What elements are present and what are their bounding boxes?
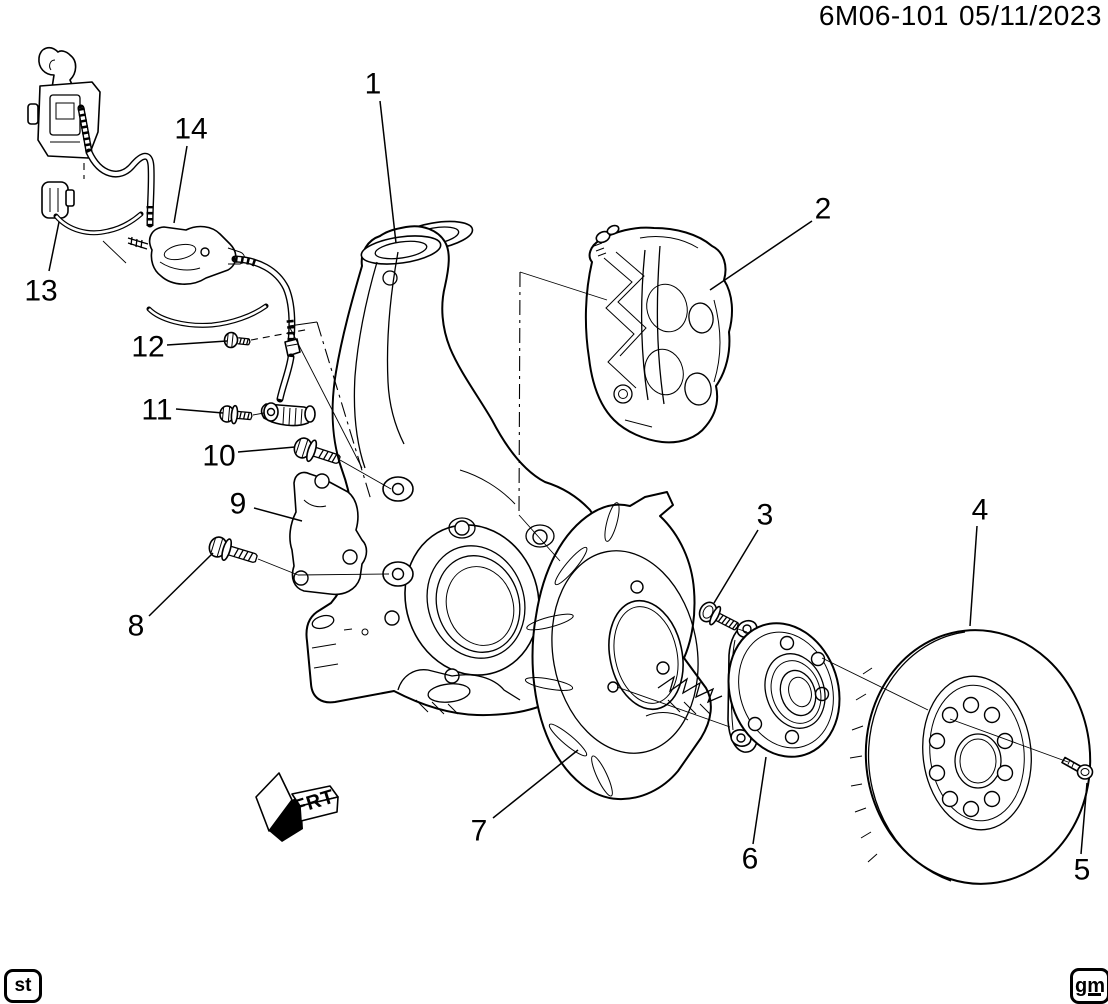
callout-11-leader: [175, 408, 224, 414]
projection-line: [737, 628, 748, 633]
revision-date: 05/11/2023: [958, 0, 1102, 31]
callout-1-label-steering-knuckle: 1: [365, 68, 382, 101]
projection-line: [250, 328, 311, 341]
projection-line: [616, 686, 731, 728]
projection-line: [519, 271, 608, 301]
callout-9-leader: [253, 507, 303, 522]
splash-shield-drawing: [524, 491, 723, 801]
hub-bolt-drawing: [698, 601, 739, 631]
projection-line: [297, 573, 390, 576]
callout-8-label-bracket-mounting-bolt: 8: [128, 610, 145, 643]
projection-line: [821, 657, 929, 711]
frt-direction-arrow: FRT: [255, 772, 339, 842]
corner-badge-gm-logo: gm: [1070, 968, 1108, 1004]
callout-12-leader: [166, 340, 228, 346]
callout-8-leader: [148, 552, 214, 617]
callout-2-leader: [709, 220, 813, 291]
projection-line: [949, 718, 1069, 763]
projection-line: [257, 558, 299, 576]
callout-5-label-rotor-retaining-screw: 5: [1074, 854, 1091, 887]
badge-gm-label: gm: [1075, 974, 1105, 997]
callout-5-leader: [1080, 782, 1088, 855]
document-number: 6M06-101: [818, 0, 949, 31]
mounting-bracket-drawing: [289, 471, 368, 596]
badge-st-label: st: [14, 975, 32, 996]
callout-14-label-abs-harness-bracket: 14: [174, 113, 207, 146]
bolt-10-drawing: [293, 437, 341, 465]
rotor-screw-drawing: [1061, 756, 1094, 780]
wheel-hub-bearing-drawing: [727, 619, 841, 758]
steering-knuckle-drawing: [305, 220, 600, 717]
projection-line: [339, 459, 392, 490]
abs-sensor-tip: [260, 402, 316, 427]
projection-line: [518, 271, 521, 516]
gm-logo-underline: [1088, 993, 1101, 996]
callout-14-leader: [173, 145, 188, 224]
bolt-12-drawing: [223, 331, 251, 349]
callout-2-label-brake-caliper: 2: [815, 193, 832, 226]
callout-3-label-hub-mounting-bolt: 3: [757, 499, 774, 532]
projection-line: [252, 412, 265, 416]
abs-wire-harness-drawing: [27, 46, 316, 427]
harness-grommet-bracket: [148, 225, 245, 285]
callout-13-label-abs-harness-clip: 13: [24, 275, 57, 308]
callout-6-label-wheel-hub-bearing-assembly: 6: [742, 843, 759, 876]
callout-1-leader: [379, 100, 397, 244]
projection-line: [518, 514, 561, 562]
projection-line: [288, 321, 318, 327]
callout-4-label-brake-rotor: 4: [972, 494, 989, 527]
brake-rotor-drawing: [849, 629, 1092, 885]
callout-7-leader: [492, 749, 579, 819]
bolt-8-drawing: [208, 536, 258, 564]
drawing-header: 6M06-101 05/11/2023: [809, 0, 1102, 32]
callout-4-leader: [969, 525, 978, 627]
projection-line: [288, 325, 363, 469]
projection-line: [316, 321, 372, 501]
bolt-11-drawing: [219, 404, 253, 425]
projection-lines: [250, 271, 1069, 763]
callout-3-leader: [713, 529, 759, 604]
callout-12-label-brake-hose-bracket-bolt: 12: [131, 331, 164, 364]
corner-badge-st: st: [4, 969, 42, 1003]
brake-caliper-drawing: [584, 224, 733, 444]
hose-fitting: [284, 338, 301, 357]
callout-7-label-brake-splash-shield: 7: [471, 815, 488, 848]
callout-6-leader: [752, 756, 767, 845]
callout-10-leader: [237, 446, 296, 453]
callout-9-label-mounting-bracket: 9: [230, 488, 247, 521]
callout-10-label-knuckle-mounting-bolt: 10: [202, 440, 235, 473]
callout-11-label-abs-sensor-bolt: 11: [141, 394, 172, 427]
harness-lower-clip: [41, 181, 75, 219]
callout-13-leader: [48, 221, 60, 272]
